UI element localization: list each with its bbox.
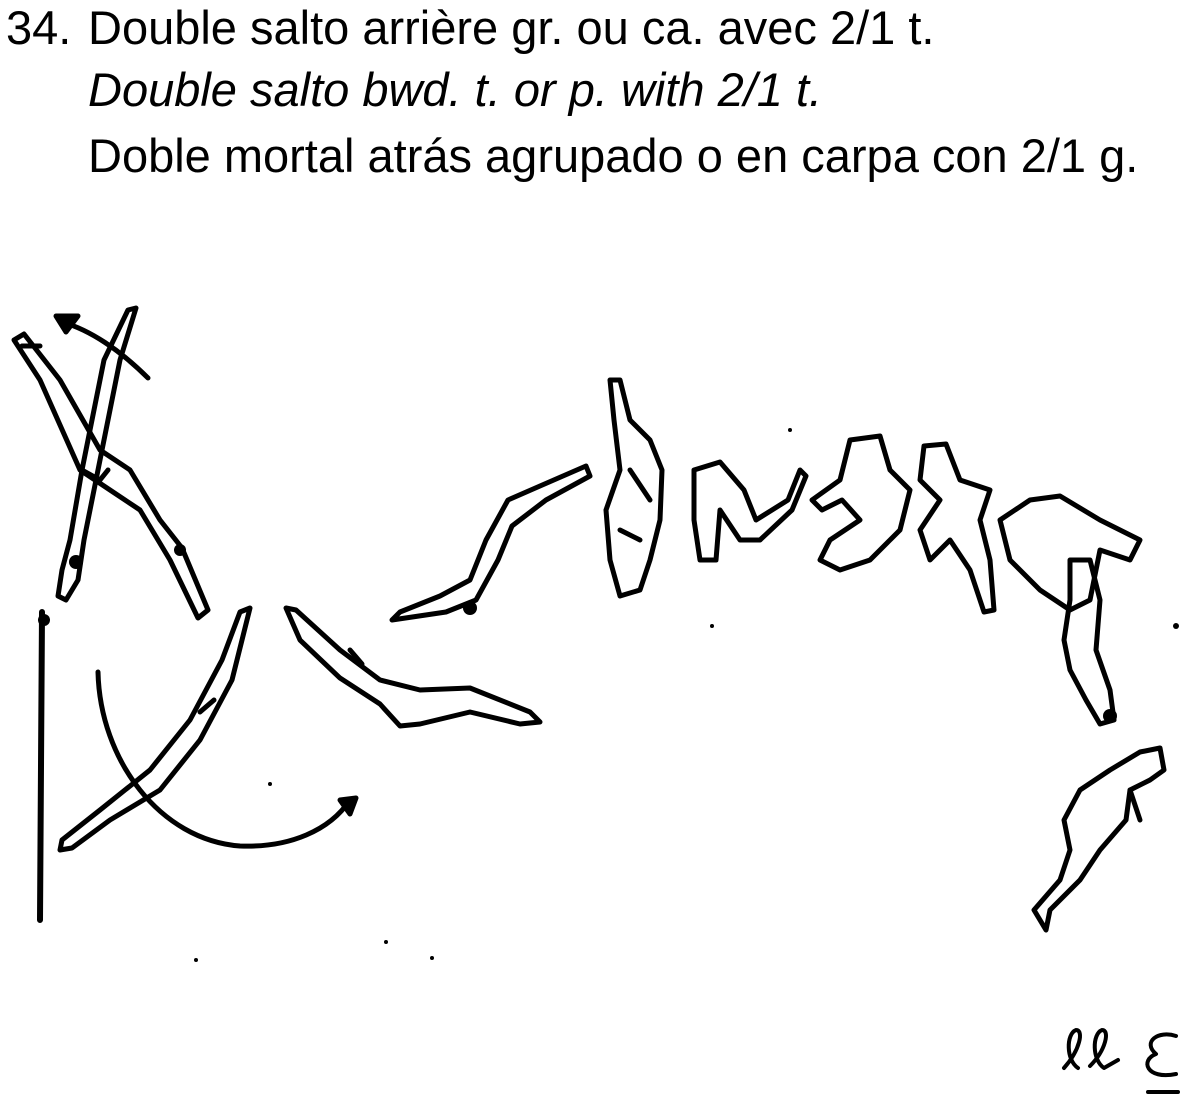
gymnast-handstand-figure-icon bbox=[58, 308, 136, 600]
gymnast-tuck-figure-1-icon bbox=[606, 380, 662, 596]
gymnast-layout-figure-icon bbox=[392, 466, 590, 620]
gymnast-tuck-figure-4-icon bbox=[920, 444, 994, 612]
gymnast-release-figure-icon bbox=[286, 608, 540, 726]
gymnast-tuck-figure-2-icon bbox=[694, 462, 806, 560]
stray-dots-icon bbox=[194, 428, 1179, 962]
gymnast-landing-figure-icon bbox=[1034, 748, 1164, 930]
swing-arc-arrow-icon bbox=[98, 672, 356, 846]
gymnast-swing-figure-icon bbox=[14, 334, 208, 618]
gymnast-opening-figure-icon bbox=[1064, 560, 1117, 724]
gymnast-tuck-figure-3-icon bbox=[812, 436, 910, 570]
artist-signature-icon bbox=[1064, 1030, 1178, 1092]
gymnast-downswing-figure-icon bbox=[60, 608, 250, 850]
bar-pole-icon bbox=[38, 612, 50, 920]
